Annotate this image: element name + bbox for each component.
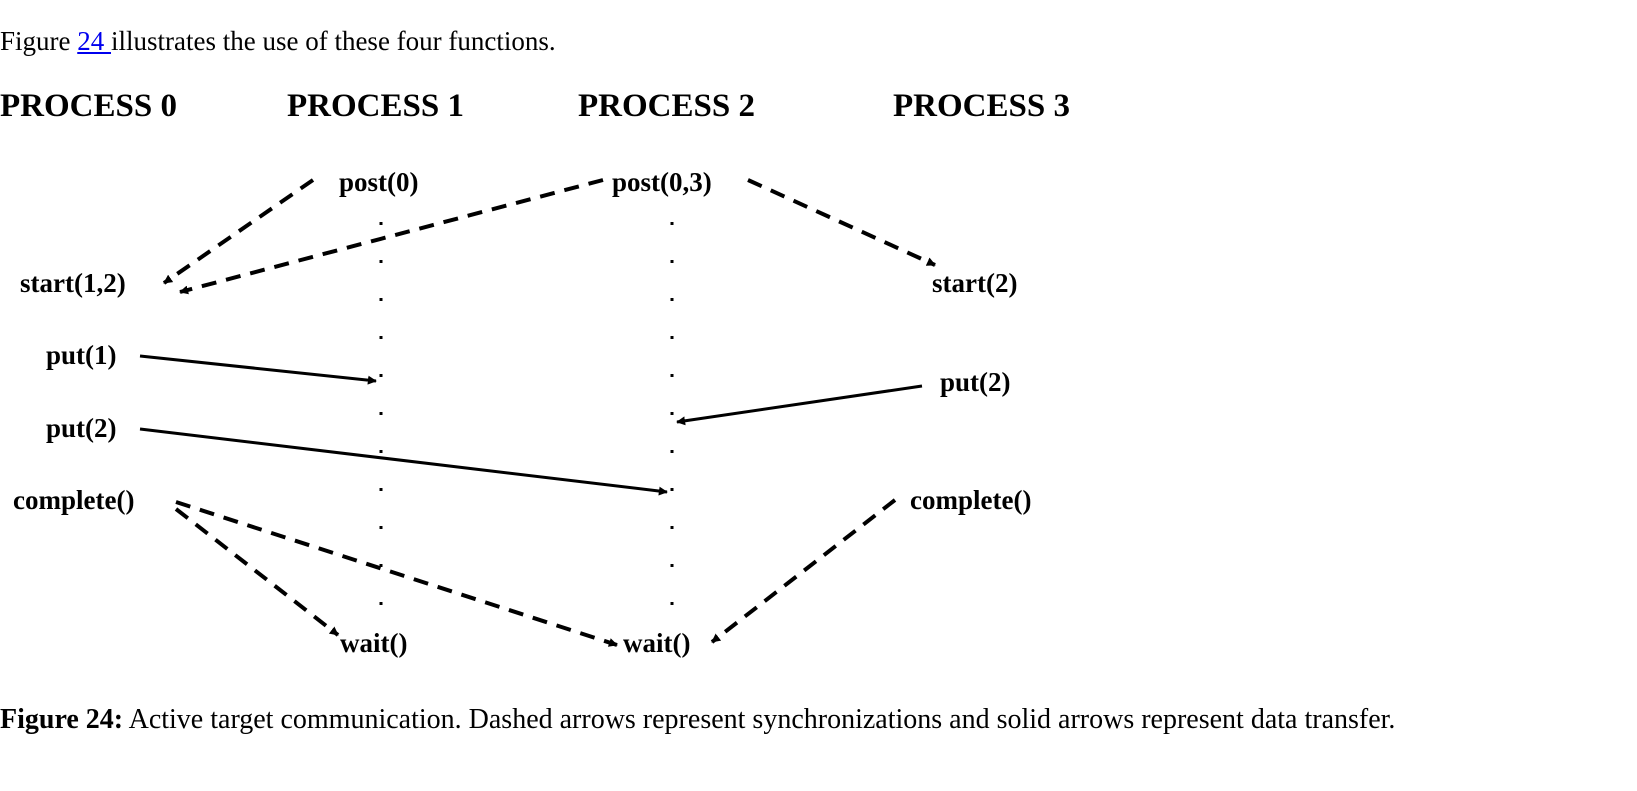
p1-wait-label: wait() [340,628,407,658]
p0-put1-label: put(1) [46,340,117,370]
p3-start-label: start(2) [932,268,1017,298]
p0-put2-label: put(2) [46,413,117,443]
process-2-header: PROCESS 2 [578,88,755,124]
sync-arrow-post03-to-start12 [179,178,604,295]
p1-post-label: post(0) [339,167,419,197]
data-arrow-put2-from-p0 [139,427,668,496]
caption-label: Figure 24: [0,704,124,735]
sync-arrow-post03-to-start2 [747,178,936,267]
caption-text: Active target communication. Dashed arro… [123,704,1396,735]
figure-caption: Figure 24: Active target communication. … [0,702,1395,738]
intro-suffix: illustrates the use of these four functi… [111,26,556,56]
intro-sentence: Figure 24 illustrates the use of these f… [0,24,556,58]
data-arrow-put1 [139,354,377,385]
p2-wait-label: wait() [623,628,690,658]
p3-complete-label: complete() [910,485,1031,515]
data-arrow-put2-from-p3 [676,384,923,426]
p0-start-label: start(1,2) [20,268,126,298]
figure-reference-link[interactable]: 24 [77,26,111,56]
process-3-header: PROCESS 3 [893,88,1070,124]
sync-arrow-complete-to-wait1 [174,507,340,637]
process-1-header: PROCESS 1 [287,88,464,124]
p0-complete-label: complete() [13,485,134,515]
sync-arrow-p3-complete-to-wait2 [710,498,897,644]
p2-post-label: post(0,3) [612,167,712,197]
sync-arrow-complete-to-wait2 [175,500,618,647]
intro-prefix: Figure [0,26,78,56]
p3-put-label: put(2) [940,367,1011,397]
sync-arrow-post0-to-start [162,178,315,285]
process-0-header: PROCESS 0 [0,88,177,124]
